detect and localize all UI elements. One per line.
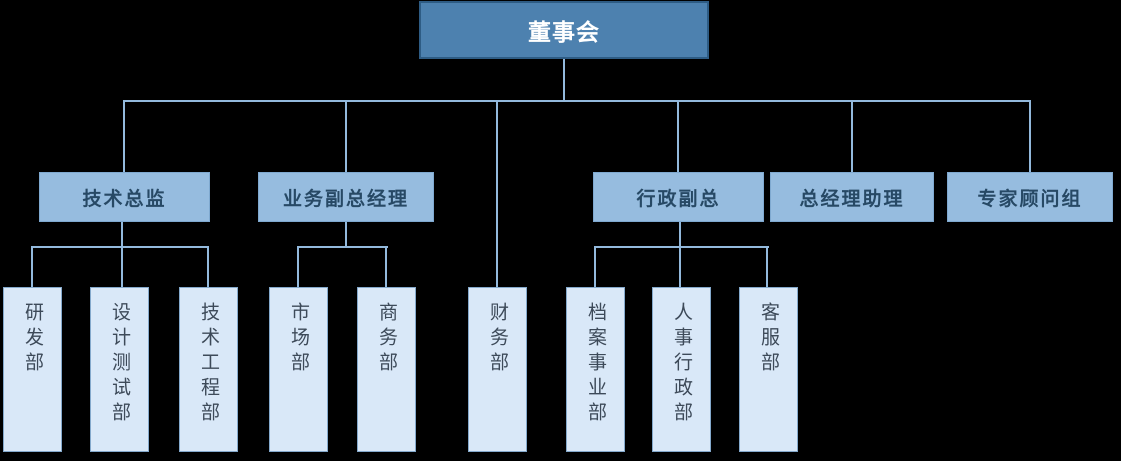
connector-admin-group-stem: [679, 222, 681, 287]
org-node-design-test-dept[interactable]: 设计测试部: [90, 287, 149, 452]
connector-drop-tech-director: [123, 100, 125, 172]
org-node-business-deputy-gm-label: 业务副总经理: [282, 188, 409, 210]
org-node-finance-dept[interactable]: 财务部: [468, 287, 527, 452]
connector-drop-finance: [496, 100, 498, 287]
connector-drop-marketing-dept: [297, 246, 299, 287]
connector-drop-customer-service-dept: [766, 246, 768, 287]
org-node-business-deputy-gm[interactable]: 业务副总经理: [258, 172, 434, 222]
connector-drop-tech-engineering-dept: [207, 246, 209, 287]
org-node-tech-engineering-dept[interactable]: 技术工程部: [179, 287, 238, 452]
connector-drop-expert-advisors: [1029, 100, 1031, 172]
org-node-rd-dept[interactable]: 研发部: [3, 287, 62, 452]
org-node-marketing-dept[interactable]: 市场部: [269, 287, 328, 452]
org-node-finance-dept-label: 财务部: [487, 302, 508, 377]
connector-drop-gm-assistant: [851, 100, 853, 172]
org-node-rd-dept-label: 研发部: [22, 302, 43, 377]
org-node-customer-service-dept[interactable]: 客服部: [739, 287, 798, 452]
org-node-expert-advisors[interactable]: 专家顾问组: [947, 172, 1113, 222]
connector-drop-admin-deputy: [677, 100, 679, 172]
org-node-board[interactable]: 董事会: [419, 1, 709, 59]
connector-top-rail: [123, 100, 1031, 102]
org-node-tech-director[interactable]: 技术总监: [39, 172, 210, 222]
connector-board-drop: [563, 59, 565, 102]
org-node-hr-admin-dept-label: 人事行政部: [671, 302, 692, 427]
connector-drop-business-deputy: [345, 100, 347, 172]
org-node-gm-assistant-label: 总经理助理: [799, 188, 905, 210]
org-node-admin-deputy-gm[interactable]: 行政副总: [593, 172, 764, 222]
connector-drop-archives-dept: [594, 246, 596, 287]
org-node-design-test-dept-label: 设计测试部: [109, 302, 130, 427]
connector-tech-group-stem: [121, 222, 123, 287]
connector-admin-group-rail: [594, 246, 769, 248]
org-node-board-label: 董事会: [528, 19, 600, 45]
org-node-archives-dept[interactable]: 档案事业部: [566, 287, 625, 452]
org-node-expert-advisors-label: 专家顾问组: [977, 188, 1083, 210]
org-node-tech-director-label: 技术总监: [82, 188, 167, 210]
org-node-commerce-dept[interactable]: 商务部: [357, 287, 416, 452]
org-node-hr-admin-dept[interactable]: 人事行政部: [652, 287, 711, 452]
connector-business-group-stem: [345, 222, 347, 248]
org-node-gm-assistant[interactable]: 总经理助理: [770, 172, 934, 222]
connector-drop-commerce-dept: [385, 246, 387, 287]
org-node-tech-engineering-dept-label: 技术工程部: [198, 302, 219, 427]
org-node-commerce-dept-label: 商务部: [376, 302, 397, 377]
org-node-customer-service-dept-label: 客服部: [758, 302, 779, 377]
org-node-admin-deputy-gm-label: 行政副总: [636, 188, 721, 210]
org-node-archives-dept-label: 档案事业部: [585, 302, 606, 427]
connector-tech-group-rail: [31, 246, 209, 248]
org-node-marketing-dept-label: 市场部: [288, 302, 309, 377]
connector-business-group-rail: [297, 246, 388, 248]
connector-drop-rd-dept: [31, 246, 33, 287]
